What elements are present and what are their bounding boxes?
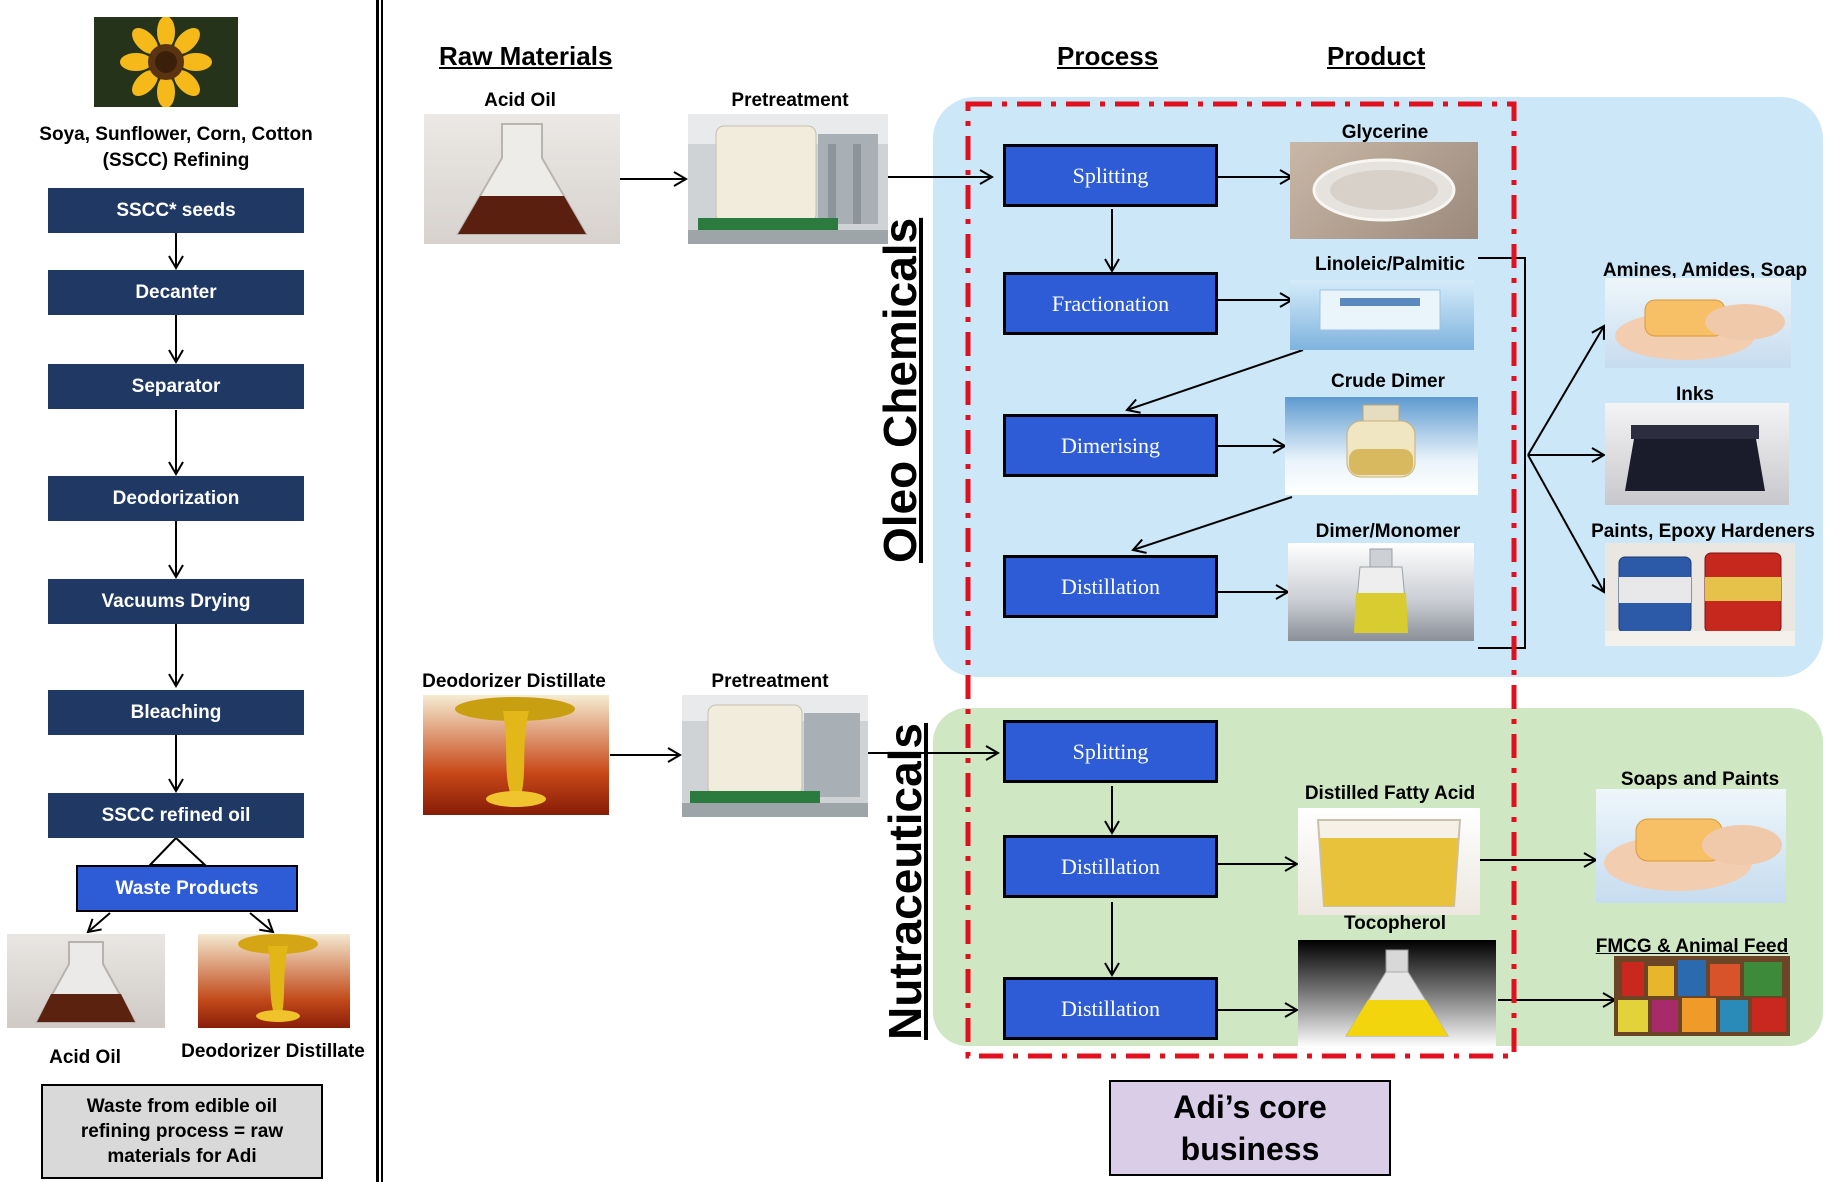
end-product-fmcg-label: FMCG & Animal Feed xyxy=(1595,936,1789,957)
nutraceuticals-title: Nutraceuticals xyxy=(879,722,931,1040)
deodorizer-distillate-image xyxy=(423,695,609,815)
step-separator: Separator xyxy=(48,364,304,409)
end-product-soaps-paints-label: Soaps and Paints xyxy=(1620,769,1780,790)
product-crude-dimer-label: Crude Dimer xyxy=(1330,371,1446,392)
note-box: Waste from edible oil refining process =… xyxy=(41,1084,323,1179)
distilled-fatty-acid-image xyxy=(1298,808,1480,915)
soap-image-2 xyxy=(1596,789,1786,903)
acid-oil-image xyxy=(424,114,620,244)
end-product-inks-label: Inks xyxy=(1675,384,1715,405)
inks-image xyxy=(1605,403,1789,505)
product-dimer-monomer-label: Dimer/Monomer xyxy=(1315,521,1461,542)
nutra-process-splitting: Splitting xyxy=(1003,720,1218,783)
header-process: Process xyxy=(1057,41,1159,71)
step-deodorization: Deodorization xyxy=(48,476,304,521)
core-business-line2: business xyxy=(1180,1131,1320,1167)
dimer-monomer-image xyxy=(1288,543,1474,641)
tocopherol-image xyxy=(1298,940,1496,1047)
step-sscc-refined-oil: SSCC refined oil xyxy=(48,793,304,838)
nutra-process-distillation-1: Distillation xyxy=(1003,835,1218,898)
product-glycerine-label: Glycerine xyxy=(1341,122,1429,143)
pretreatment-label-1: Pretreatment xyxy=(731,90,849,111)
paints-image xyxy=(1605,543,1795,646)
step-bleaching: Bleaching xyxy=(48,690,304,735)
step-vacuums-drying: Vacuums Drying xyxy=(48,579,304,624)
oleo-process-splitting: Splitting xyxy=(1003,144,1218,207)
linoleic-image xyxy=(1290,280,1474,350)
fmcg-image xyxy=(1614,956,1790,1036)
pretreatment-label-2: Pretreatment xyxy=(711,671,829,692)
pretreatment-image-2 xyxy=(682,695,868,817)
soap-image-1 xyxy=(1605,278,1791,368)
nutra-process-distillation-2: Distillation xyxy=(1003,977,1218,1040)
oleo-process-fractionation: Fractionation xyxy=(1003,272,1218,335)
pretreatment-image-1 xyxy=(688,114,888,244)
end-product-paints-label: Paints, Epoxy Hardeners xyxy=(1591,521,1815,542)
end-product-amines-label: Amines, Amides, Soap xyxy=(1602,260,1808,281)
step-sscc-seeds: SSCC* seeds xyxy=(48,188,304,233)
oleo-chemicals-title: Oleo Chemicals xyxy=(874,217,926,563)
crude-dimer-image xyxy=(1285,397,1478,495)
acid-oil-label: Acid Oil xyxy=(484,90,556,111)
waste-item-deodorizer: Deodorizer Distillate xyxy=(181,1041,365,1062)
vertical-divider-2 xyxy=(381,0,383,1182)
oleo-process-dimerising: Dimerising xyxy=(1003,414,1218,477)
left-title-line1: Soya, Sunflower, Corn, Cotton xyxy=(39,124,313,145)
oleo-process-distillation: Distillation xyxy=(1003,555,1218,618)
waste-products-box: Waste Products xyxy=(76,865,298,912)
left-title-line2: (SSCC) Refining xyxy=(102,150,250,171)
product-tocopherol-label: Tocopherol xyxy=(1343,913,1447,934)
header-product: Product xyxy=(1327,41,1426,71)
core-business-line1: Adi’s core xyxy=(1173,1089,1327,1125)
core-business-box: Adi’s core business xyxy=(1109,1080,1391,1176)
deodorizer-distillate-small-image xyxy=(198,934,350,1028)
acid-oil-small-image xyxy=(7,934,165,1028)
waste-item-acid-oil: Acid Oil xyxy=(49,1047,121,1068)
product-linoleic-label: Linoleic/Palmitic xyxy=(1315,254,1465,275)
vertical-divider xyxy=(376,0,379,1182)
header-raw-materials: Raw Materials xyxy=(439,41,613,71)
sunflower-image xyxy=(94,17,238,107)
note-text: Waste from edible oil refining process =… xyxy=(80,1096,284,1167)
product-distilled-fatty-acid-label: Distilled Fatty Acid xyxy=(1304,783,1476,804)
step-decanter: Decanter xyxy=(48,270,304,315)
deodorizer-distillate-label: Deodorizer Distillate xyxy=(422,671,606,692)
glycerine-image xyxy=(1290,142,1478,239)
